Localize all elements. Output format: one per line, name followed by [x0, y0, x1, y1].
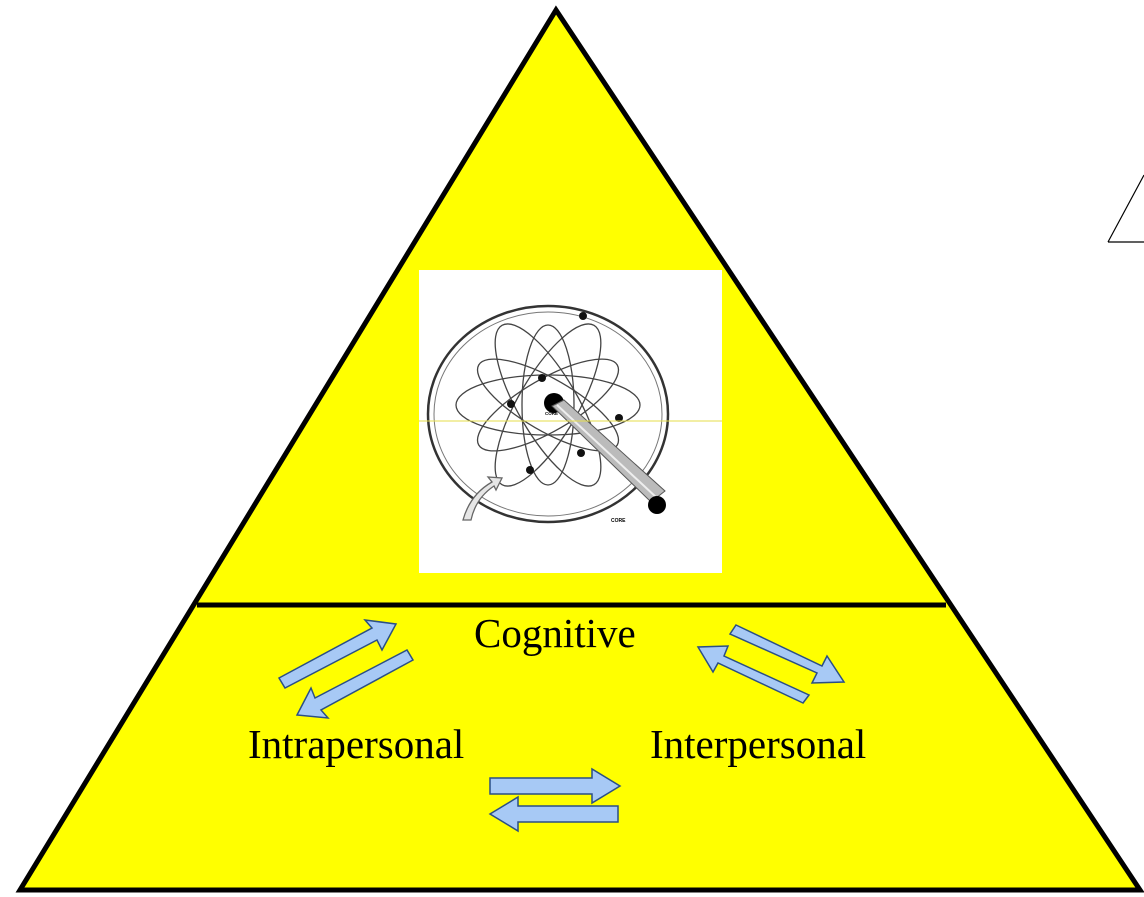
core-label-center: CORE — [545, 411, 558, 416]
label-intrapersonal: Intrapersonal — [248, 721, 464, 767]
label-interpersonal: Interpersonal — [650, 721, 866, 767]
core-label-rod: CORE — [611, 518, 626, 524]
small-triangle-fragment-icon — [1108, 175, 1144, 242]
core-rod-end — [648, 496, 666, 514]
label-cognitive: Cognitive — [474, 610, 636, 656]
